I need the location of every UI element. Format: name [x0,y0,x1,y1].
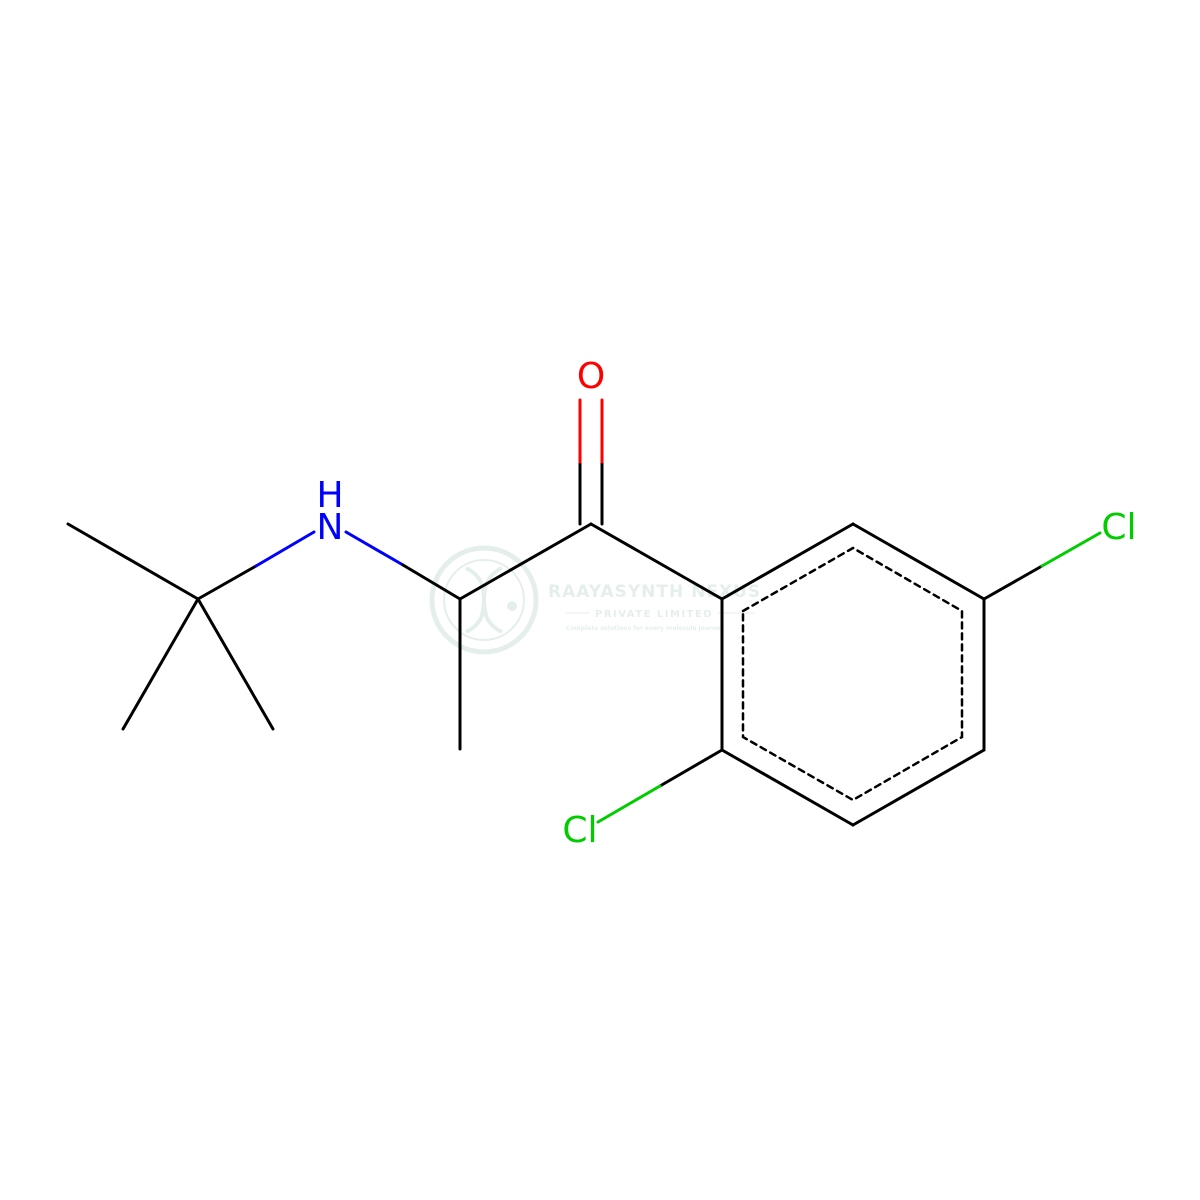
bond-ring-cl-top-black [982,564,1044,601]
atom-nitrogen: N [317,507,344,548]
atom-oxygen: O [577,356,605,397]
bond-tbu-methyl-1 [66,522,200,601]
bond-tbu-methyl-2 [121,597,200,731]
atom-hydrogen: H [316,475,343,516]
watermark-node-icon [507,601,517,611]
ring-bond-2 [851,522,986,601]
bond-ring-cl-top-green [1040,531,1102,568]
watermark: RAAYASYNTH NEXUS PRIVATE LIMITED Complet… [429,545,761,655]
watermark-logo-inner [443,559,525,641]
bond-ch-carbonyl [458,522,593,601]
bonds [66,398,1102,827]
watermark-company: RAAYASYNTH NEXUS [548,582,761,602]
bond-tbu-methyl-3 [196,597,275,731]
bond-n-ch-black [401,563,462,601]
ring-bond-5 [720,748,855,827]
bond-tbu-n-blue [254,530,316,568]
watermark-subtitle: PRIVATE LIMITED [595,609,713,620]
atom-labels: O H N Cl Cl [316,356,1136,851]
bond-n-ch-blue [344,530,405,567]
bond-ring-cl-bottom-green [596,784,662,824]
aromatic-dashed-ring [741,546,964,802]
atom-chlorine-bottom: Cl [562,810,597,851]
bond-tbu-n-black [196,564,258,601]
watermark-dna-icon [465,566,503,634]
atom-chlorine-top: Cl [1101,507,1136,548]
bond-ring-cl-bottom-black [658,748,724,788]
ring-bond-1 [720,522,855,601]
ring-bond-4 [851,748,986,827]
watermark-logo-ring [429,545,539,655]
watermark-tagline: Complete solutions for every molecule jo… [566,625,724,632]
bond-carbonyl-ring [589,522,724,601]
